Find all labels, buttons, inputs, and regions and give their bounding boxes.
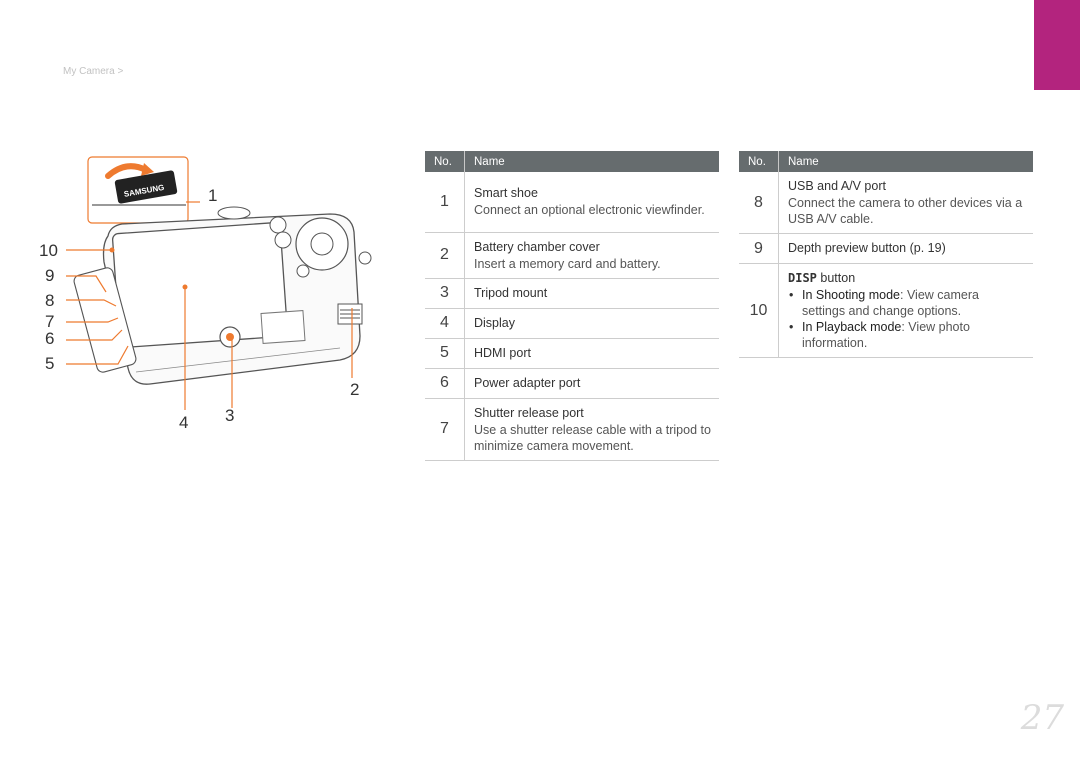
- part-name: HDMI port: [474, 345, 531, 360]
- mode-description: : View camera settings and change option…: [802, 288, 979, 318]
- table-row: 5 HDMI port: [425, 338, 719, 369]
- row-number: 8: [739, 172, 779, 234]
- table-header: No. Name: [425, 151, 719, 172]
- row-number: 1: [425, 172, 465, 233]
- callout-3: 3: [225, 406, 235, 425]
- callout-lines: [66, 201, 353, 410]
- row-number: 4: [425, 308, 465, 339]
- row-content: Smart shoe Connect an optional electroni…: [464, 172, 719, 233]
- smart-shoe-inset: SAMSUNG: [87, 156, 189, 224]
- part-name: DISP button: [788, 270, 1025, 287]
- row-content: Tripod mount: [464, 278, 719, 309]
- camera-body: [73, 206, 372, 385]
- table-row: 4 Display: [425, 308, 719, 339]
- callout-8: 8: [45, 291, 55, 310]
- parts-table-right: No. Name 8 USB and A/V port Connect the …: [739, 151, 1033, 358]
- part-name: Power adapter port: [474, 375, 581, 390]
- mode-label: In Shooting mode: [802, 288, 900, 302]
- row-number: 7: [425, 398, 465, 461]
- column-header-no: No.: [739, 151, 779, 172]
- row-number: 3: [425, 278, 465, 309]
- table-row: 2 Battery chamber cover Insert a memory …: [425, 232, 719, 279]
- row-number: 5: [425, 338, 465, 369]
- part-name: Tripod mount: [474, 285, 548, 300]
- disp-button-icon: DISP: [788, 271, 817, 285]
- column-header-no: No.: [425, 151, 465, 172]
- callout-1: 1: [208, 186, 218, 205]
- mode-label: In Playback mode: [802, 320, 902, 334]
- part-name: Battery chamber cover: [474, 239, 600, 254]
- bullet-shooting-mode: In Shooting mode: View camera settings a…: [788, 287, 1025, 319]
- row-content: Display: [464, 308, 719, 339]
- part-name: Shutter release port: [474, 405, 584, 420]
- callout-6: 6: [45, 329, 55, 348]
- port-cover: [73, 267, 137, 373]
- part-name: Display: [474, 315, 515, 330]
- table-row: 7 Shutter release port Use a shutter rel…: [425, 398, 719, 461]
- part-name: Depth preview button (p. 19): [788, 241, 946, 255]
- row-content: Shutter release port Use a shutter relea…: [464, 398, 719, 461]
- camera-illustration: SAMSUNG: [66, 156, 372, 410]
- part-name-suffix: button: [820, 271, 856, 285]
- callout-10: 10: [39, 241, 58, 260]
- mode-dial: [217, 206, 251, 220]
- row-number: 9: [739, 233, 779, 264]
- row-number: 10: [739, 263, 779, 358]
- callout-7: 7: [45, 312, 55, 331]
- part-description: Connect an optional electronic viewfinde…: [474, 203, 705, 218]
- arrow-head-icon: [141, 163, 154, 176]
- row-content: USB and A/V port Connect the camera to o…: [778, 172, 1033, 234]
- row-number: 2: [425, 232, 465, 279]
- part-name: Smart shoe: [474, 186, 538, 201]
- part-name: USB and A/V port: [788, 179, 886, 193]
- breadcrumb[interactable]: My Camera >: [63, 66, 124, 77]
- table-row: 9 Depth preview button (p. 19): [739, 233, 1033, 264]
- row-content: HDMI port: [464, 338, 719, 369]
- table-row: 1 Smart shoe Connect an optional electro…: [425, 172, 719, 233]
- table-row: 10 DISP button In Shooting mode: View ca…: [739, 263, 1033, 358]
- page-number: 27: [1020, 698, 1064, 738]
- row-content: DISP button In Shooting mode: View camer…: [778, 263, 1033, 358]
- callout-5: 5: [45, 354, 55, 373]
- row-content: Power adapter port: [464, 368, 719, 399]
- table-row: 6 Power adapter port: [425, 368, 719, 399]
- part-description: Insert a memory card and battery.: [474, 256, 661, 271]
- row-content: Depth preview button (p. 19): [778, 233, 1033, 264]
- table-header: No. Name: [739, 151, 1033, 172]
- mode-description: : View photo information.: [802, 320, 970, 350]
- row-number: 6: [425, 368, 465, 399]
- rotate-arrow-icon: [105, 163, 149, 179]
- part-description: Connect the camera to other devices via …: [788, 196, 1023, 226]
- column-header-name: Name: [778, 151, 1033, 172]
- row-content: Battery chamber cover Insert a memory ca…: [464, 232, 719, 279]
- table-row: 3 Tripod mount: [425, 278, 719, 309]
- parts-table-left: No. Name 1 Smart shoe Connect an optiona…: [425, 151, 719, 461]
- callout-4: 4: [179, 413, 189, 432]
- callout-2: 2: [350, 380, 360, 399]
- chapter-tab: [1034, 0, 1080, 90]
- bullet-playback-mode: In Playback mode: View photo information…: [788, 319, 1025, 351]
- callout-9: 9: [45, 266, 55, 285]
- column-header-name: Name: [464, 151, 719, 172]
- part-description: Use a shutter release cable with a tripo…: [474, 422, 711, 453]
- lcd-display: [111, 222, 289, 348]
- table-row: 8 USB and A/V port Connect the camera to…: [739, 172, 1033, 234]
